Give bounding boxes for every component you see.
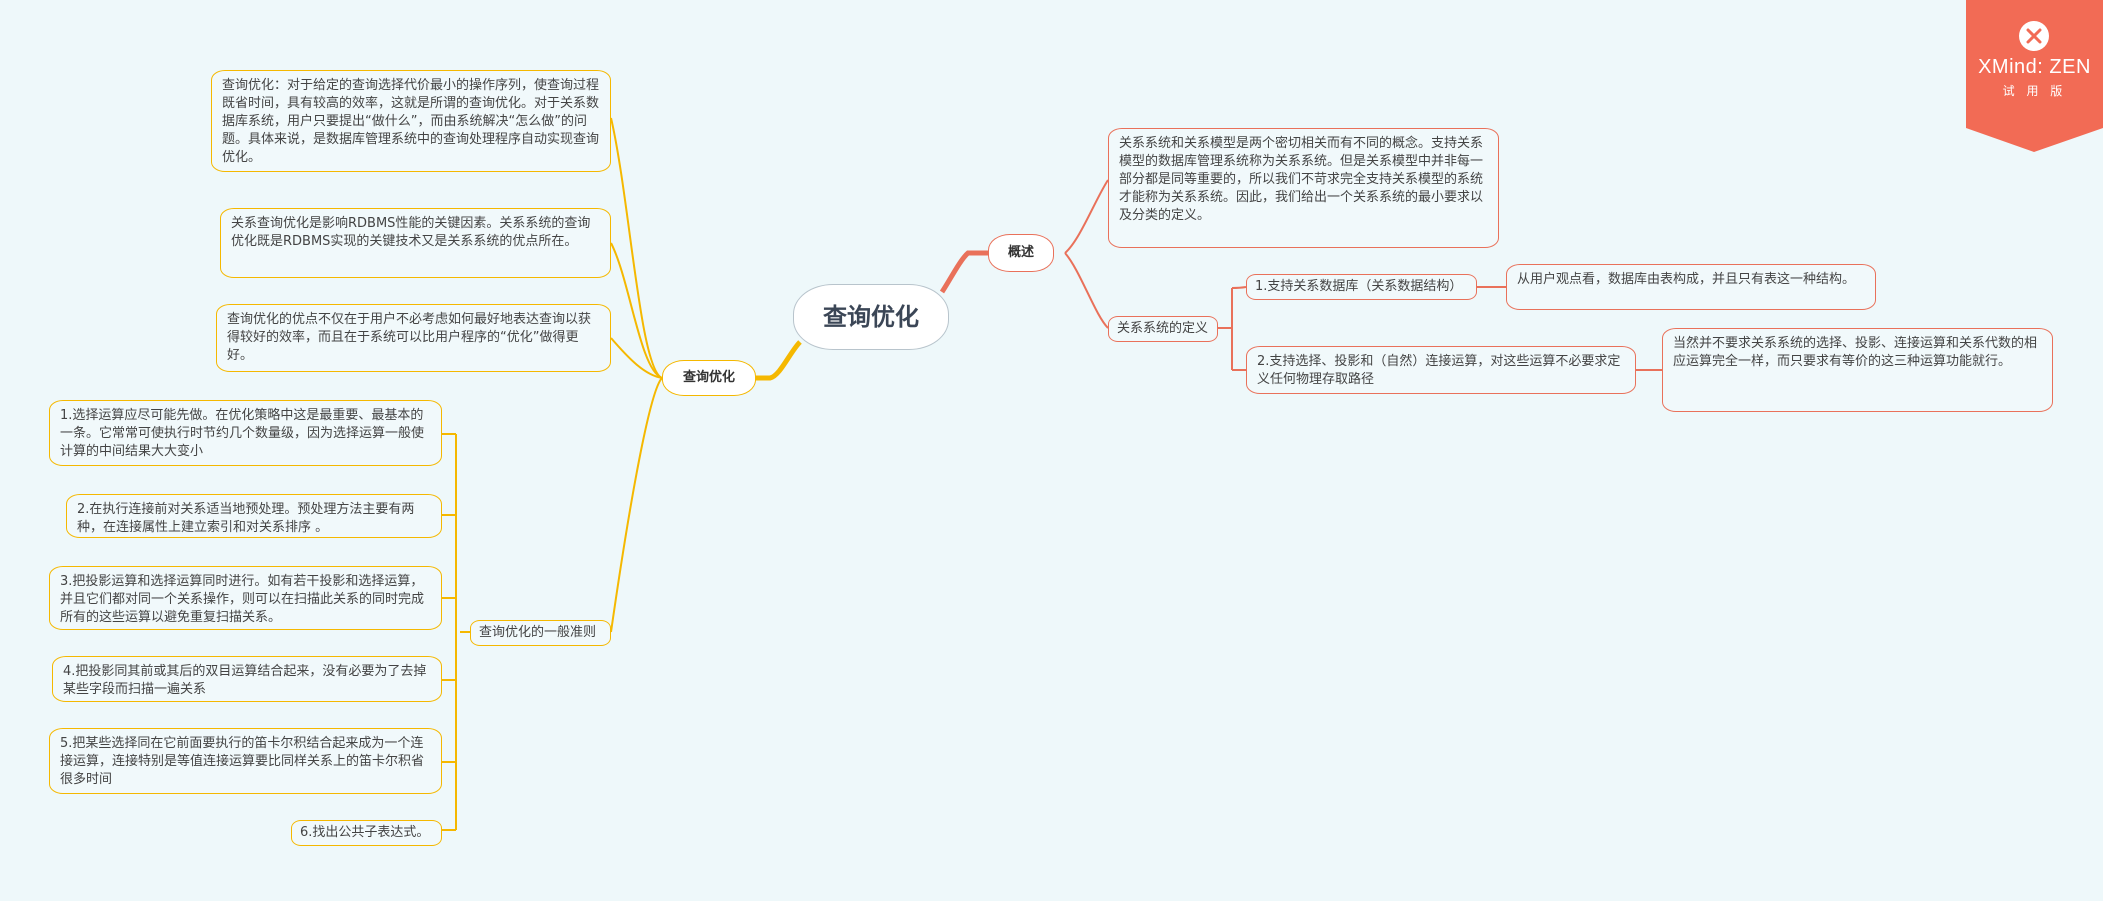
central-topic[interactable]: 查询优化 [793,284,949,350]
connector-def-trunk [1218,288,1233,370]
detail-key-factor[interactable]: 关系查询优化是影响RDBMS性能的关键因素。关系系统的查询优化既是RDBMS实现… [220,208,611,278]
rule-item-3[interactable]: 3.把投影运算和选择运算同时进行。如有若干投影和选择运算，并且它们都对同一个关系… [49,566,442,630]
definition-item-1-detail[interactable]: 从用户观点看，数据库由表构成，并且只有表这一种结构。 [1506,264,1876,310]
detail-overview[interactable]: 关系系统和关系模型是两个密切相关而有不同的概念。支持关系模型的数据库管理系统称为… [1108,128,1499,248]
connector-rules-trunk [455,434,470,830]
subtopic-definition[interactable]: 关系系统的定义 [1108,316,1218,342]
definition-item-1[interactable]: 1.支持关系数据库（关系数据结构） [1246,274,1477,300]
connector-def-1 [1231,286,1247,289]
rule-item-6[interactable]: 6.找出公共子表达式。 [291,820,442,846]
connector-root-right [939,250,990,294]
detail-definition[interactable]: 查询优化：对于给定的查询选择代价最小的操作序列，使查询过程既省时间，具有较高的效… [211,70,611,172]
xmind-trial-badge [1966,0,2103,152]
connector-left-rules [610,377,663,633]
topic-overview[interactable]: 概述 [988,234,1054,272]
rule-item-1[interactable]: 1.选择运算应尽可能先做。在优化策略中这是最重要、最基本的一条。它常常可使执行时… [49,400,442,466]
connector-left-d2 [610,242,663,379]
definition-item-2-detail[interactable]: 当然并不要求关系系统的选择、投影、连接运算和关系代数的相应运算完全一样，而只要求… [1662,328,2053,412]
xmind-brand-text: XMind: ZEN [1978,56,2091,78]
subtopic-general-rules[interactable]: 查询优化的一般准则 [470,620,611,646]
connector-right-overview [1064,179,1109,254]
rule-item-4[interactable]: 4.把投影同其前或其后的双目运算结合起来，没有必要为了去掉某些字段而扫描一遍关系 [52,656,442,702]
trial-label: 试 用 版 [2002,84,2067,98]
definition-item-2[interactable]: 2.支持选择、投影和（自然）连接运算，对这些运算不必要求定义任何物理存取路径 [1246,346,1636,394]
connector-right-def [1064,252,1109,329]
connector-left-d1 [610,117,663,379]
detail-advantage[interactable]: 查询优化的优点不仅在于用户不必考虑如何最好地表达查询以获得较好的效率，而且在于系… [216,304,611,372]
connector-root-left [756,340,802,381]
topic-query-optimization[interactable]: 查询优化 [662,360,756,396]
xmind-logo-icon [2019,21,2049,51]
rule-item-5[interactable]: 5.把某些选择同在它前面要执行的笛卡尔积结合起来成为一个连接运算，连接特别是等值… [49,728,442,794]
connector-left-d3 [610,337,663,379]
rule-item-2[interactable]: 2.在执行连接前对关系适当地预处理。预处理方法主要有两种，在连接属性上建立索引和… [66,494,442,538]
